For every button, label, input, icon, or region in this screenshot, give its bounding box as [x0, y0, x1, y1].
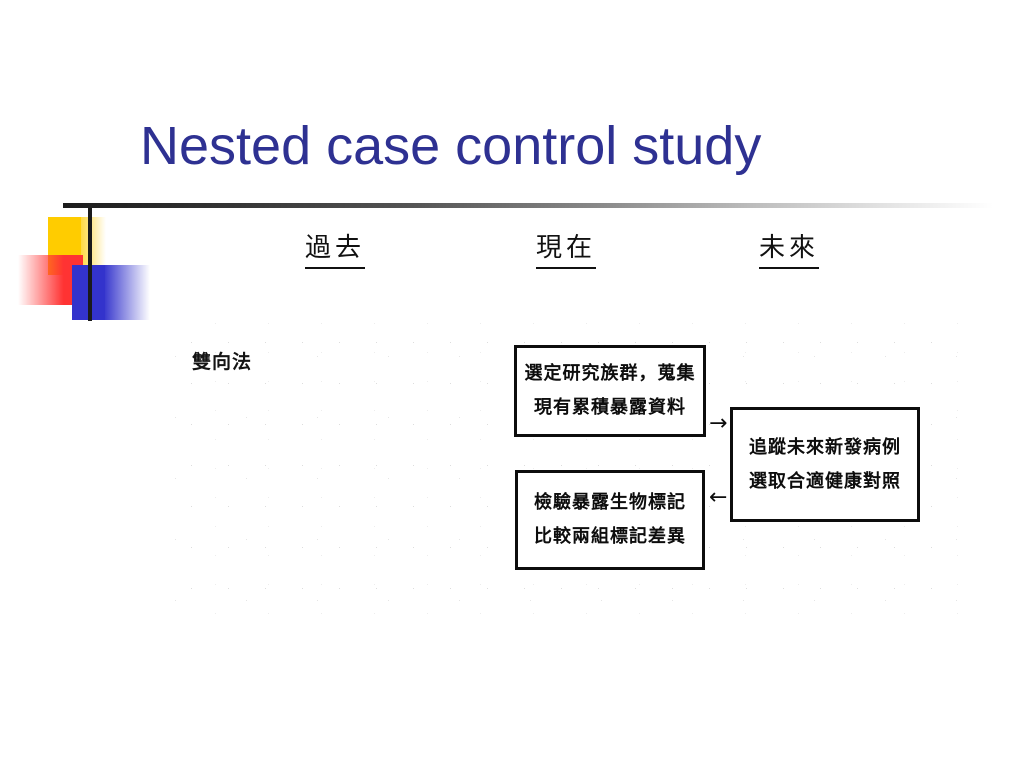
diagram-box-right-line-1: 追蹤未來新發病例 — [749, 436, 901, 458]
diagram-row-label: 雙向法 — [192, 351, 253, 373]
arrow-left-icon: ← — [709, 485, 728, 510]
diagram-box-bottom-line-1: 檢驗暴露生物標記 — [534, 492, 686, 513]
diagram-box-bottom: 檢驗暴露生物標記 比較兩組標記差異 — [515, 470, 705, 570]
diagram-box-top: 選定研究族群，蒐集 現有累積暴露資料 — [514, 345, 706, 437]
study-design-diagram: 雙向法 選定研究族群，蒐集 現有累積暴露資料 檢驗暴露生物標記 比較兩組標記差異… — [170, 315, 960, 615]
timeline-header-future: 未來 — [759, 227, 820, 269]
decorative-logo-mark — [0, 95, 200, 321]
diagram-box-top-line-2: 現有累積暴露資料 — [534, 397, 686, 418]
title-underline-rule — [63, 203, 993, 208]
timeline-header-past: 過去 — [305, 227, 366, 269]
diagram-box-bottom-line-2: 比較兩組標記差異 — [534, 526, 686, 547]
diagram-box-right: 追蹤未來新發病例 選取合適健康對照 — [730, 407, 920, 522]
timeline-header-present: 現在 — [536, 227, 597, 269]
vertical-rule-icon — [88, 203, 92, 321]
page-title: Nested case control study — [140, 116, 762, 176]
arrow-right-icon: → — [709, 411, 728, 436]
diagram-box-top-line-1: 選定研究族群，蒐集 — [524, 363, 696, 384]
diagram-box-right-line-2: 選取合適健康對照 — [749, 470, 901, 492]
